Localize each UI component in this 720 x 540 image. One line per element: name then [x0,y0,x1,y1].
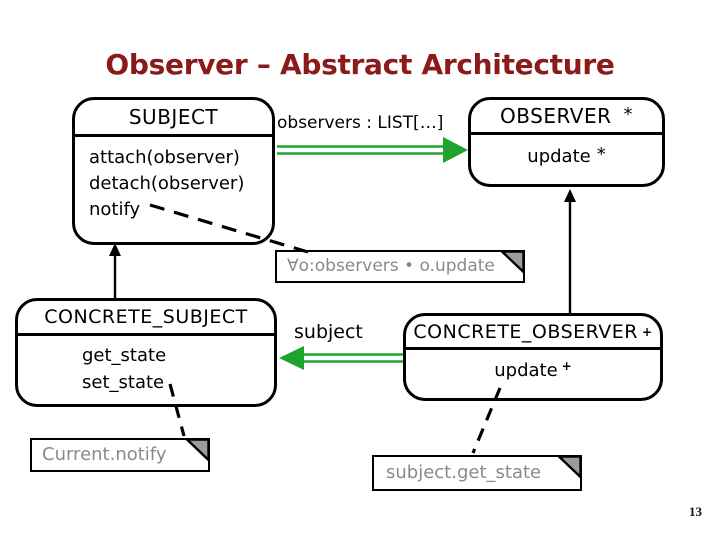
feature-detach: detach(observer) [89,173,245,194]
note-fold-icon [186,438,210,462]
note-notify-contract: ∀o:observers • o.update [275,250,525,283]
class-name-subject: SUBJECT [75,100,272,137]
concrete-subject-inheritance-arrow [109,243,121,299]
class-name-text: OBSERVER [500,104,612,128]
deferred-marker: * [623,103,633,125]
feature-get-state: get_state [82,345,167,366]
note-text: subject.get_state [386,462,542,483]
note-fold-icon [501,250,525,274]
observers-association-arrow [277,137,468,163]
feature-set-state: set_state [82,372,165,393]
class-name-text: CONCRETE_SUBJECT [44,306,248,328]
deferred-feature-marker: * [596,144,606,165]
class-name-concrete-subject: CONCRETE_SUBJECT [18,301,274,336]
class-box-observer: OBSERVER* update* [468,97,665,187]
observers-association-label: observers : LIST[…] [277,113,444,133]
note-fold-icon [558,455,582,479]
feature-update: update [527,146,591,167]
note-text: ∀o:observers • o.update [287,256,495,276]
page-number: 13 [689,504,702,519]
class-box-subject: SUBJECT attach(observer) detach(observer… [72,97,275,245]
feature-attach: attach(observer) [89,147,240,168]
note-text: Current.notify [42,444,167,465]
feature-update: update [494,360,558,381]
class-features-concrete-observer: update+ [406,350,660,381]
effective-marker: + [642,324,653,339]
note-current-notify: Current.notify [30,438,210,472]
note-subject-get-state: subject.get_state [372,455,582,491]
class-features-subject: attach(observer) detach(observer) notify [75,137,272,223]
subject-association-arrow [279,346,403,370]
effective-feature-marker: + [561,359,572,373]
class-name-text: SUBJECT [128,105,219,129]
slide-title: Observer – Abstract Architecture [105,48,615,81]
class-name-concrete-observer: CONCRETE_OBSERVER+ [406,316,660,350]
class-name-observer: OBSERVER * [471,100,662,135]
class-name-text: CONCRETE_OBSERVER [413,320,639,343]
class-box-concrete-subject: CONCRETE_SUBJECT get_state set_state [15,298,277,407]
class-features-observer: update* [471,135,662,167]
subject-association-label: subject [294,321,363,343]
class-features-concrete-subject: get_state set_state [18,336,274,396]
concrete-observer-inheritance-arrow [564,189,576,314]
class-box-concrete-observer: CONCRETE_OBSERVER+ update+ [403,313,663,401]
feature-notify: notify [89,199,141,220]
